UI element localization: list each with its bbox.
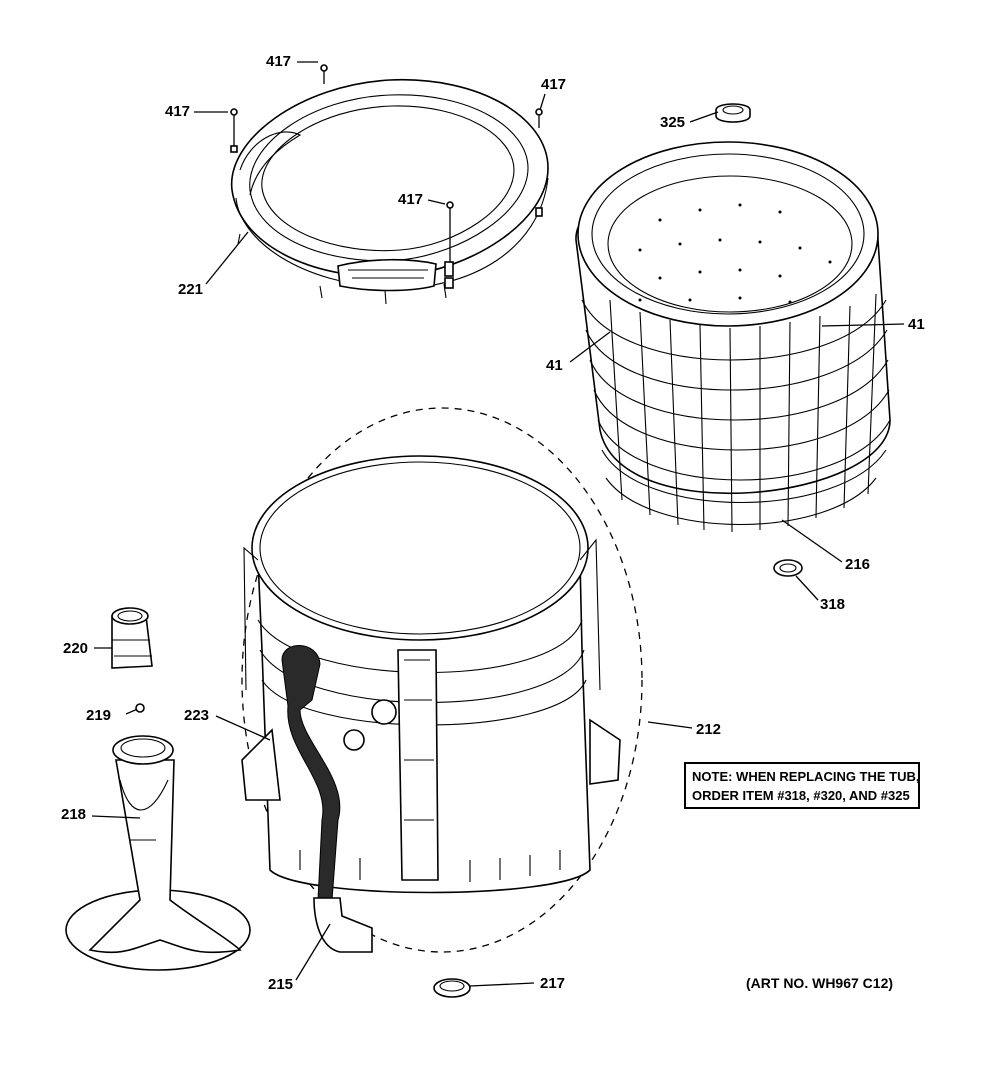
screw-417-group: [230, 64, 543, 262]
tub-cover-221: [230, 79, 549, 305]
label-417-left: 417: [165, 103, 191, 120]
label-215: 215: [268, 976, 294, 993]
screw-219: [125, 703, 145, 715]
label-417-top: 417: [266, 53, 292, 70]
replacement-note: NOTE: WHEN REPLACING THE TUB, ORDER ITEM…: [684, 762, 920, 809]
label-41-left: 41: [546, 357, 563, 374]
basket-holes: [638, 203, 832, 304]
label-318: 318: [820, 596, 846, 613]
outer-tub-boundary: [241, 407, 643, 953]
wash-basket-216: [575, 141, 891, 533]
label-221: 221: [178, 281, 204, 298]
label-417-right: 417: [541, 76, 567, 93]
label-220: 220: [63, 640, 89, 657]
label-219: 219: [86, 707, 112, 724]
label-218: 218: [61, 806, 87, 823]
outer-tub-212: [241, 407, 643, 953]
art-number: (ART NO. WH967 C12): [746, 975, 894, 991]
seal-217: [433, 978, 471, 998]
label-325: 325: [660, 114, 686, 131]
leader-lines: [91, 61, 905, 987]
ring-318: [773, 559, 803, 577]
basket-grid: [581, 293, 891, 533]
support-218: [65, 735, 251, 971]
label-217: 217: [540, 975, 566, 992]
nut-325: [715, 103, 751, 123]
note-line-1: NOTE: WHEN REPLACING THE TUB,: [692, 769, 920, 784]
label-216: 216: [845, 556, 871, 573]
label-212: 212: [696, 721, 722, 738]
collar-220: [111, 607, 153, 669]
label-223: 223: [184, 707, 210, 724]
label-417-center: 417: [398, 191, 424, 208]
note-line-2: ORDER ITEM #318, #320, AND #325: [692, 788, 910, 803]
label-41-right: 41: [908, 316, 925, 333]
